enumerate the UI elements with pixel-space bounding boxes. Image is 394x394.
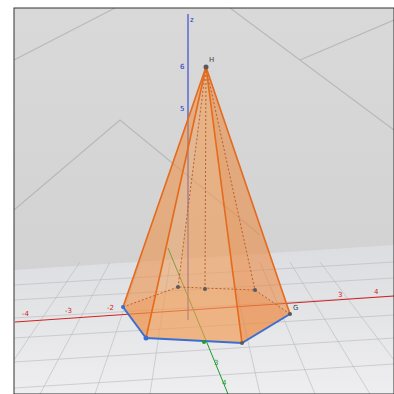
axis-name: z bbox=[190, 17, 194, 24]
axis-tick: -3 bbox=[65, 308, 72, 315]
axis-tick: 3 bbox=[338, 292, 342, 299]
point-name: H bbox=[209, 57, 214, 64]
axes bbox=[15, 14, 394, 394]
axis-tick: 6 bbox=[180, 64, 184, 71]
axis-tick: 4 bbox=[222, 380, 226, 387]
axis-tick: 4 bbox=[374, 289, 378, 296]
frame bbox=[14, 8, 394, 394]
point-name: G bbox=[293, 305, 298, 312]
wall-ground bbox=[14, 8, 394, 394]
axis-tick: -4 bbox=[22, 311, 29, 318]
pyramid bbox=[121, 65, 292, 346]
axis-tick: -2 bbox=[107, 305, 114, 312]
axis-tick: 5 bbox=[180, 106, 184, 113]
axis-tick: 3 bbox=[214, 360, 218, 367]
